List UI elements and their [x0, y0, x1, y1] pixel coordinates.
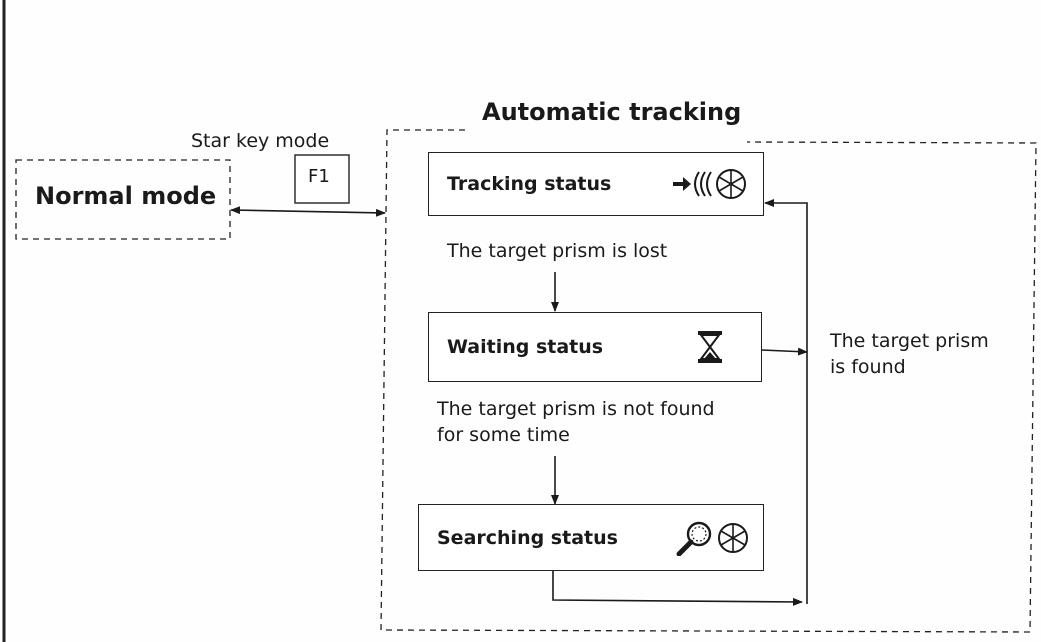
tracking-prism-icon: [673, 169, 746, 199]
waiting-status-box: Waiting status: [428, 312, 762, 382]
mode-switch-arrow: [230, 206, 386, 217]
found-transition-label-line2: is found: [830, 356, 906, 378]
searching-status-box: Searching status: [418, 504, 764, 571]
found-transition-label-line1: The target prism: [830, 330, 989, 352]
automatic-tracking-container: [380, 129, 1037, 633]
not-found-transition-label-line2: for some time: [437, 424, 570, 446]
f1-key-box: [294, 154, 350, 204]
searching-status-label: Searching status: [437, 526, 618, 549]
hourglass-icon: [698, 331, 722, 363]
lost-transition-label: The target prism is lost: [447, 240, 668, 262]
not-found-transition-label-line1: The target prism is not found: [437, 398, 715, 420]
search-prism-icon: [676, 521, 748, 556]
return-to-tracking-arrow: [764, 199, 808, 604]
waiting-status-label: Waiting status: [447, 336, 604, 358]
tracking-status-box: Tracking status: [428, 152, 764, 216]
f1-key-label: F1: [308, 166, 330, 187]
waiting-found-arrow: [761, 347, 808, 356]
searching-found-arrow: [552, 570, 803, 606]
normal-mode-box: [15, 159, 231, 240]
normal-mode-label: Normal mode: [35, 182, 217, 210]
star-key-mode-label: Star key mode: [191, 130, 330, 152]
tracking-status-label: Tracking status: [447, 173, 612, 195]
automatic-tracking-title: Automatic tracking: [482, 98, 742, 126]
